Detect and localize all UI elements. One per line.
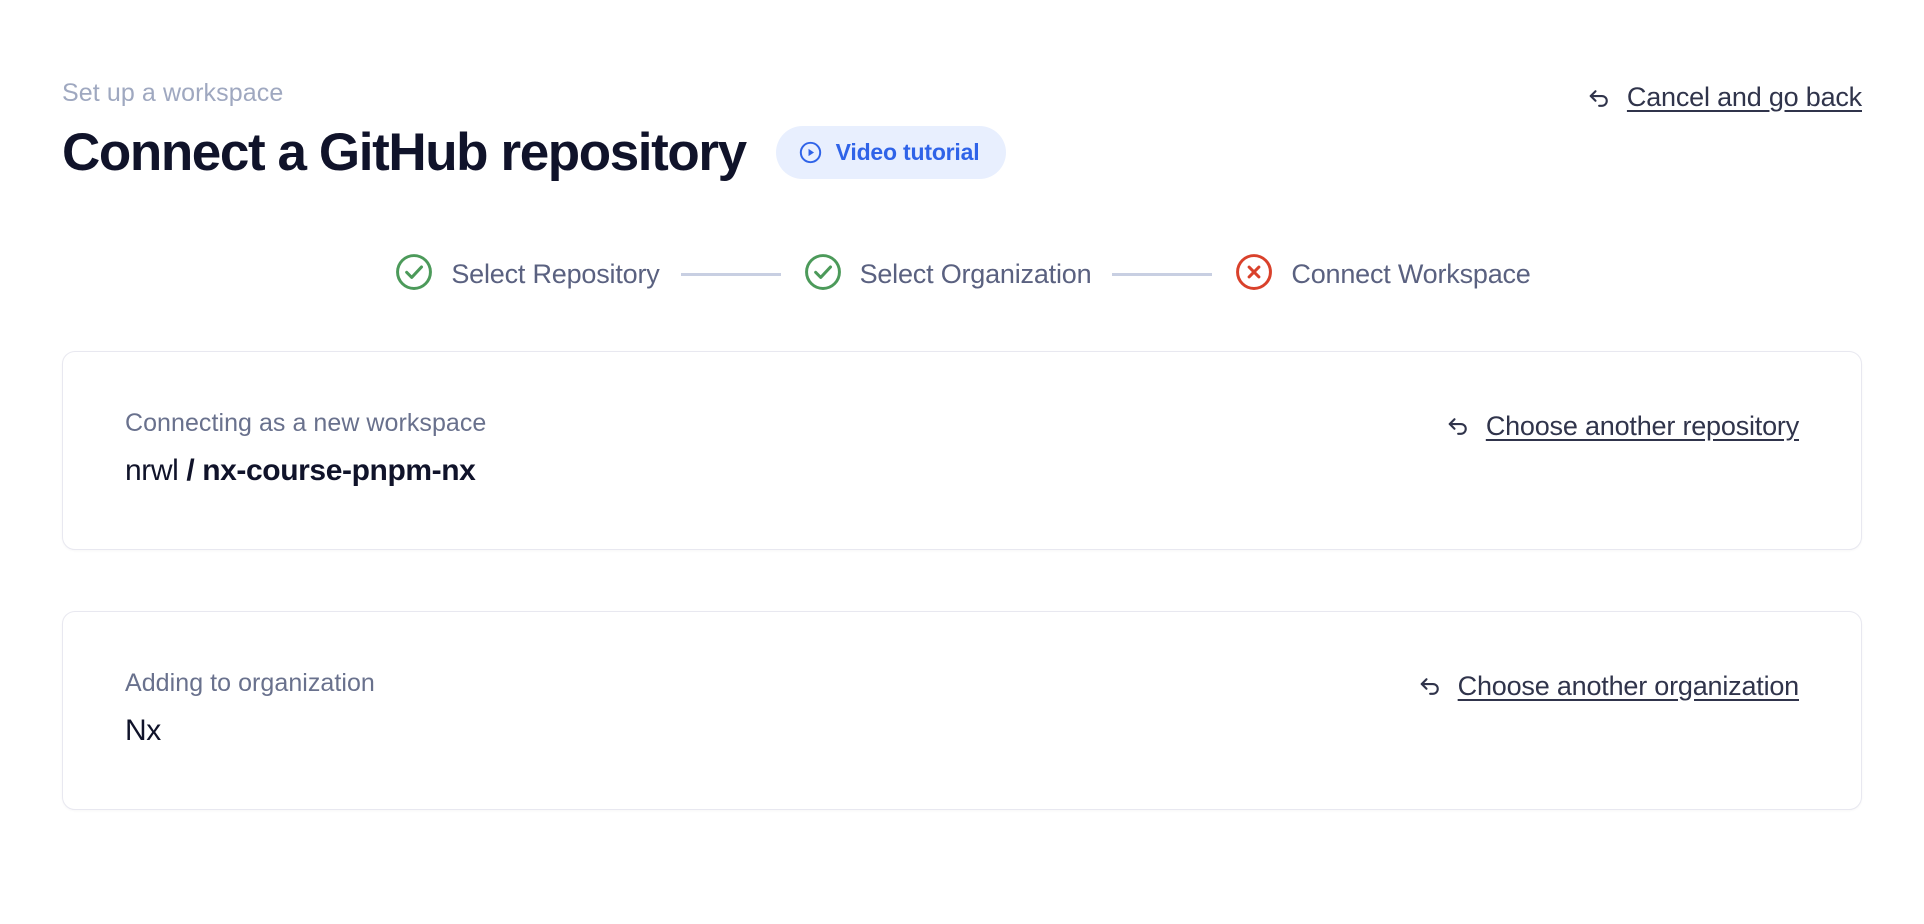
progress-stepper: Select Repository Select Organization [62, 251, 1862, 298]
repository-separator: / [178, 453, 203, 487]
step-connector-2 [1112, 272, 1213, 276]
title-row: Connect a GitHub repository Video tutori… [62, 125, 1862, 181]
choose-another-repository-link[interactable]: Choose another repository [1443, 411, 1799, 442]
choose-another-organization-label: Choose another organization [1457, 670, 1800, 701]
organization-card: Adding to organization Nx Choose another… [62, 610, 1862, 810]
page-header: Set up a workspace Connect a GitHub repo… [62, 0, 1862, 181]
video-tutorial-button[interactable]: Video tutorial [775, 126, 1007, 180]
back-arrow-icon [1443, 411, 1473, 441]
repository-card: Connecting as a new workspace nrwl / nx-… [62, 350, 1862, 550]
step-connector-1 [680, 272, 781, 276]
back-arrow-icon [1415, 671, 1445, 701]
check-circle-icon [802, 251, 844, 298]
repository-card-value: nrwl / nx-course-pnpm-nx [125, 453, 486, 489]
page-title: Connect a GitHub repository [62, 123, 747, 182]
step-select-repository[interactable]: Select Repository [393, 251, 660, 298]
organization-card-caption: Adding to organization [125, 668, 375, 697]
step-connect-workspace[interactable]: Connect Workspace [1233, 251, 1531, 298]
video-tutorial-label: Video tutorial [835, 139, 980, 166]
play-circle-icon [798, 140, 823, 165]
repository-name: nx-course-pnpm-nx [202, 453, 476, 487]
choose-another-repository-label: Choose another repository [1485, 410, 1799, 441]
organization-card-text: Adding to organization Nx [125, 668, 375, 749]
page-eyebrow: Set up a workspace [62, 79, 284, 107]
check-circle-icon [393, 251, 435, 298]
step-select-organization[interactable]: Select Organization [802, 251, 1092, 298]
choose-another-organization-link[interactable]: Choose another organization [1415, 671, 1799, 702]
repository-card-text: Connecting as a new workspace nrwl / nx-… [125, 408, 486, 489]
repository-card-caption: Connecting as a new workspace [125, 408, 487, 437]
cancel-and-go-back-label: Cancel and go back [1626, 82, 1862, 112]
step-label-select-organization: Select Organization [859, 258, 1092, 289]
organization-name: Nx [125, 713, 161, 747]
repository-owner: nrwl [125, 453, 179, 487]
step-label-connect-workspace: Connect Workspace [1291, 258, 1531, 289]
back-arrow-icon [1584, 83, 1614, 113]
x-circle-icon [1233, 251, 1275, 298]
cancel-and-go-back-link[interactable]: Cancel and go back [1584, 82, 1862, 113]
organization-card-inner: Adding to organization Nx Choose another… [125, 668, 1799, 749]
repository-card-inner: Connecting as a new workspace nrwl / nx-… [125, 408, 1799, 489]
step-label-select-repository: Select Repository [451, 258, 660, 289]
